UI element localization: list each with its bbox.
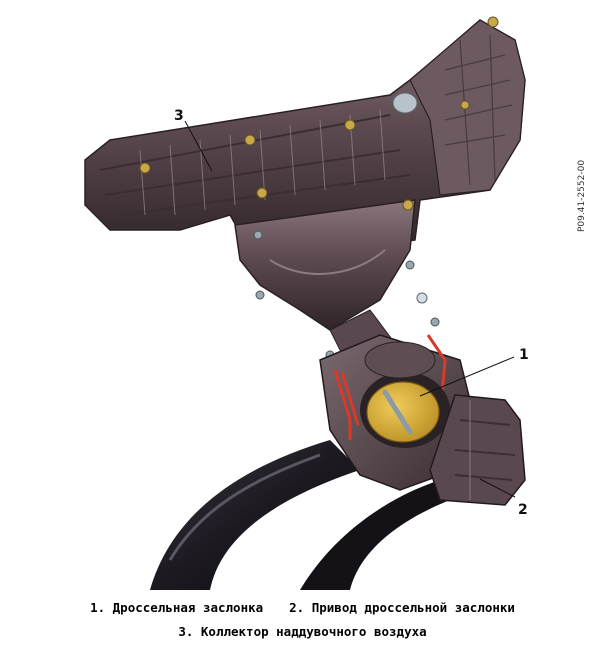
part-code: P09.41-2552-00 bbox=[577, 160, 587, 232]
intake-hose bbox=[150, 440, 450, 590]
caption-line-1: 1. Дроссельная заслонка 2. Привод дроссел… bbox=[0, 596, 605, 620]
callout-2: 2 bbox=[518, 502, 528, 518]
caption-item-1: 1. Дроссельная заслонка bbox=[90, 600, 264, 615]
throttle-actuator bbox=[429, 394, 526, 506]
figure-caption: 1. Дроссельная заслонка 2. Привод дроссел… bbox=[0, 596, 605, 652]
leader-lines bbox=[184, 120, 516, 498]
caption-item-3: 3. Коллектор наддувочного воздуха bbox=[178, 624, 427, 639]
bolts bbox=[139, 16, 499, 360]
boost-air-manifold bbox=[84, 19, 526, 371]
callout-3: 3 bbox=[174, 108, 184, 124]
throttle-body bbox=[319, 334, 471, 491]
callout-1: 1 bbox=[519, 347, 529, 363]
caption-item-2: 2. Привод дроссельной заслонки bbox=[289, 600, 515, 615]
throttle-assembly-illustration: P09.41-2552-00 3 1 2 bbox=[84, 16, 587, 590]
throttle-plate bbox=[366, 381, 440, 443]
caption-line-2: 3. Коллектор наддувочного воздуха bbox=[0, 620, 605, 644]
